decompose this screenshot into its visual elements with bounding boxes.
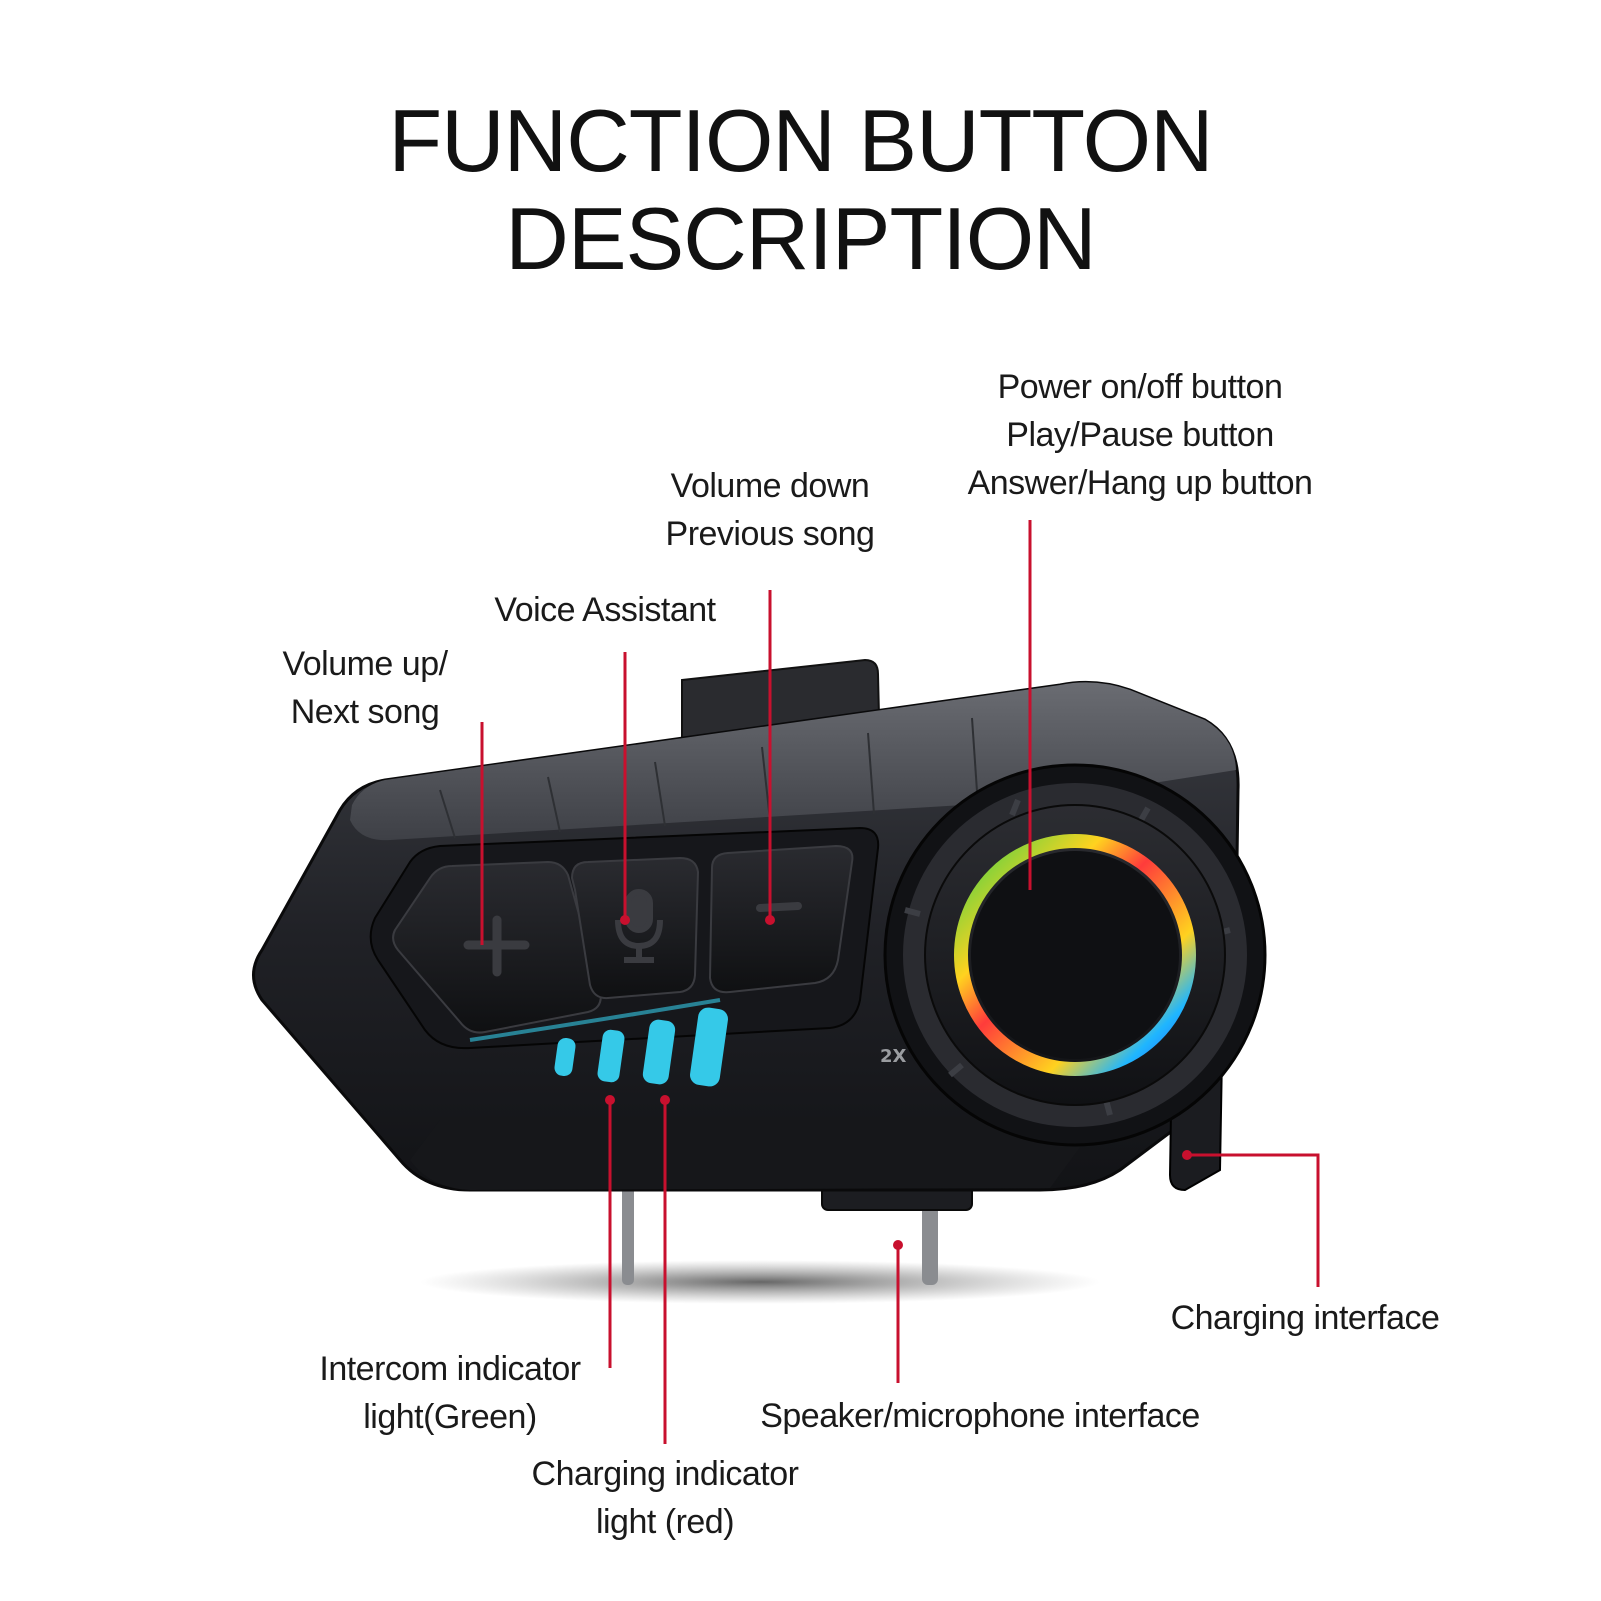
label-speaker-interface: Speaker/microphone interface (760, 1397, 1200, 1435)
floor-shadow (420, 1260, 1100, 1304)
callout-dots (605, 915, 1192, 1250)
label-charging-indicator: Charging indicator light (red) (531, 1455, 799, 1541)
volume-down-button[interactable] (708, 844, 854, 994)
plus-icon (463, 915, 530, 977)
title-line-2: DESCRIPTION (505, 189, 1096, 288)
microphone-icon (615, 889, 663, 963)
label-volume-down: Volume down Previous song (665, 467, 875, 553)
callout-lines (480, 520, 1320, 1444)
minus-icon (756, 902, 802, 912)
mount-pin-right (922, 1200, 938, 1285)
label-charging-interface: Charging interface (1170, 1299, 1440, 1337)
label-voice-assistant: Voice Assistant (494, 591, 716, 629)
power-ring-icon (954, 834, 1196, 1076)
indicator-lights (554, 1007, 728, 1087)
power-knob[interactable] (883, 763, 1267, 1147)
bottom-ridge (410, 1120, 1100, 1190)
mark-2x: 2X (880, 1046, 907, 1067)
title-line-1: FUNCTION BUTTON (388, 91, 1213, 190)
label-volume-up: Volume up/ Next song (282, 645, 448, 731)
label-power-button: Power on/off button Play/Pause button An… (967, 368, 1313, 502)
label-intercom-indicator: Intercom indicator light(Green) (319, 1350, 581, 1436)
